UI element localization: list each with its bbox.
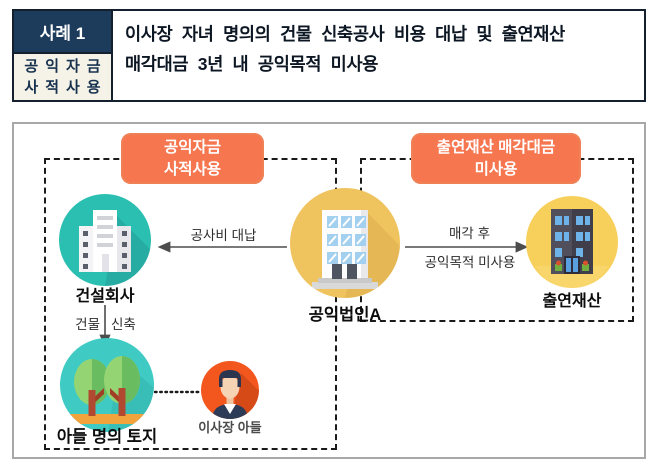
case-header-left-column: 사례 1 공익자금 사적사용 bbox=[14, 11, 113, 100]
misuse-group-badge: 공익자금 사적사용 bbox=[121, 133, 264, 184]
chairmans-son-node bbox=[201, 361, 259, 419]
edge-label-construction-cost: 공사비 대납 bbox=[190, 228, 257, 243]
construction-company-node bbox=[59, 194, 151, 286]
unused-badge-line2: 미사용 bbox=[474, 160, 518, 178]
construction-company-label: 건설회사 bbox=[75, 288, 135, 305]
public-corporation-node bbox=[290, 188, 400, 298]
case-category-cell: 공익자금 사적사용 bbox=[14, 54, 111, 100]
sons-land-label: 아들 명의 토지 bbox=[56, 428, 158, 446]
misuse-badge-line1: 공익자금 bbox=[163, 138, 222, 156]
unused-badge-line1: 출연재산 매각대금 bbox=[436, 138, 556, 156]
case-category-line2: 사적사용 bbox=[24, 79, 108, 96]
edge-label-sale-line2: 공익목적 미사용 bbox=[424, 255, 516, 270]
edge-label-sale-line1: 매각 후 bbox=[448, 226, 490, 241]
edge-label-build-right: 신축 bbox=[111, 317, 136, 332]
public-corporation-label: 공익법인A bbox=[308, 306, 382, 324]
flow-diagram: 공익자금 사적사용 출연재산 매각대금 미사용 공사비 대납 매각 후 공익목적… bbox=[12, 122, 646, 459]
public-corporation-building-icon bbox=[312, 210, 400, 298]
sons-land-node bbox=[60, 338, 154, 432]
case-header-table: 사례 1 공익자금 사적사용 이사장 자녀 명의의 건물 신축공사 비용 대납 … bbox=[12, 9, 646, 102]
person-icon bbox=[212, 370, 259, 419]
construction-building-icon bbox=[79, 210, 151, 286]
contributed-property-label: 출연재산 bbox=[542, 293, 602, 310]
case-title-line2: 매각대금 3년 내 공익목적 미사용 bbox=[125, 54, 379, 74]
case-number-badge: 사례 1 bbox=[14, 11, 111, 54]
edge-label-build-left: 건물 bbox=[75, 317, 100, 332]
contributed-property-node bbox=[526, 196, 618, 288]
contributed-property-building-icon bbox=[536, 209, 608, 288]
chairmans-son-label: 이사장 아들 bbox=[198, 420, 262, 435]
case-title-line1: 이사장 자녀 명의의 건물 신축공사 비용 대납 및 출연재산 bbox=[125, 24, 565, 44]
misuse-badge-line2: 사적사용 bbox=[163, 160, 222, 178]
trees-icon bbox=[66, 356, 154, 432]
unused-group-badge: 출연재산 매각대금 미사용 bbox=[411, 133, 581, 184]
case-title: 이사장 자녀 명의의 건물 신축공사 비용 대납 및 출연재산 매각대금 3년 … bbox=[113, 11, 644, 100]
case-category-line1: 공익자금 bbox=[24, 58, 108, 75]
